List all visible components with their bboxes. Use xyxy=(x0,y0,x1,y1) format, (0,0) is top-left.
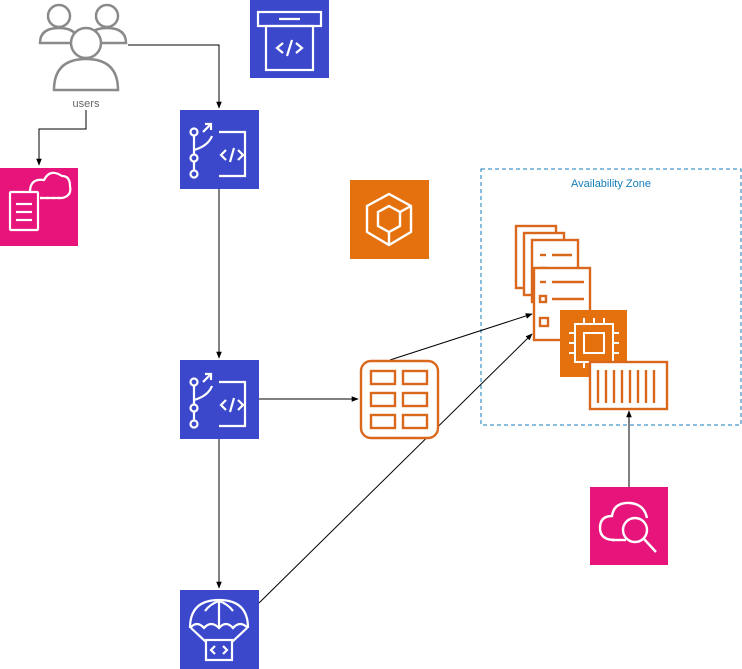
cloudwatch-icon[interactable] xyxy=(590,487,668,565)
connectors xyxy=(36,44,632,604)
users-label: users xyxy=(73,98,100,110)
edge-users-to-cloudformation[interactable] xyxy=(36,110,87,166)
availability-zone-group[interactable]: Availability Zone xyxy=(480,168,742,426)
edge-registry-to-tasks[interactable] xyxy=(389,313,533,361)
ecs-icon[interactable] xyxy=(350,180,429,259)
edge-users-to-pipeline[interactable] xyxy=(128,44,222,109)
codebuild-icon[interactable] xyxy=(250,0,329,78)
codedeploy-icon[interactable] xyxy=(180,590,259,669)
cloudformation-icon[interactable] xyxy=(0,168,78,246)
availability-zone-label: Availability Zone xyxy=(571,178,651,190)
edge-codedeploy-to-tasks[interactable] xyxy=(258,333,533,604)
codepipeline-icon[interactable] xyxy=(180,110,259,189)
codepipeline-deploy-icon[interactable] xyxy=(180,360,259,439)
users-icon[interactable] xyxy=(38,3,128,92)
ecs-task-icon[interactable] xyxy=(514,224,592,342)
ecr-registry-icon[interactable] xyxy=(359,359,440,440)
container-icon[interactable] xyxy=(588,360,669,411)
